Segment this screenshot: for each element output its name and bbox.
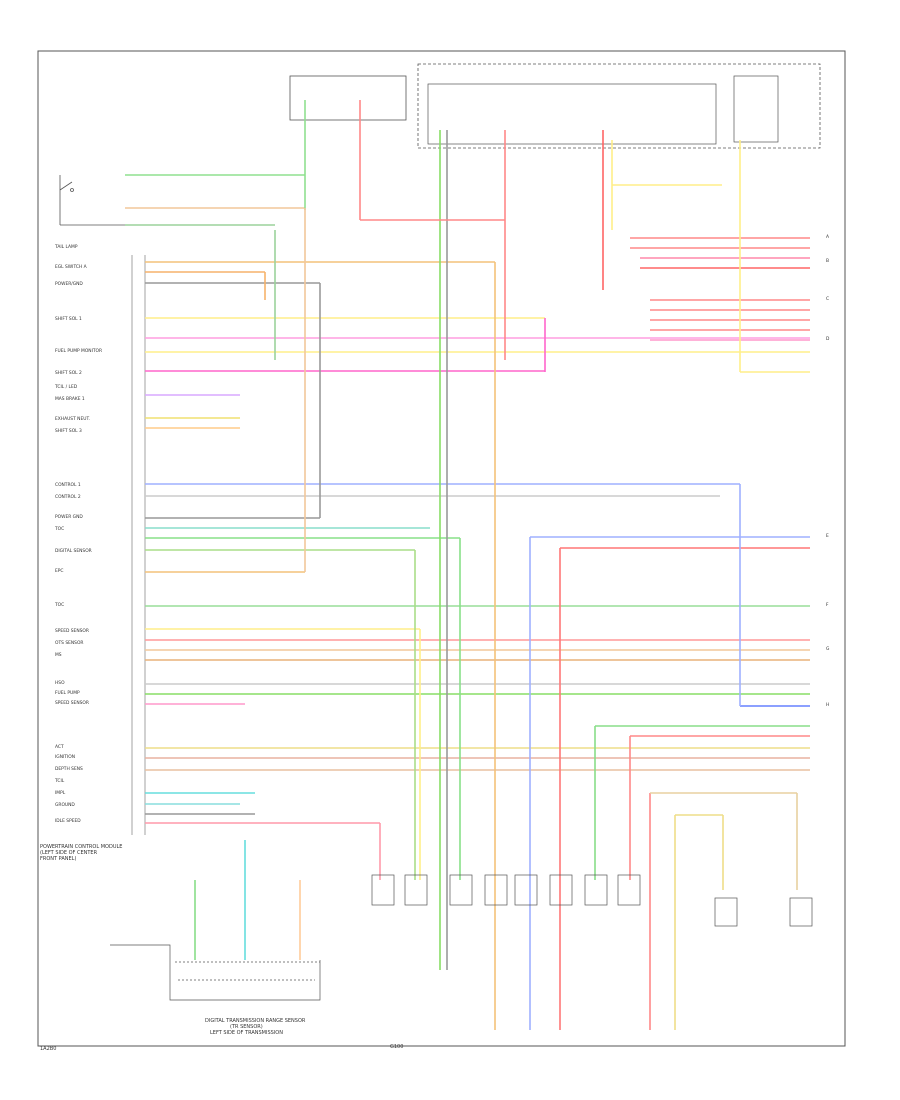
- pin-label: FUEL PUMP: [55, 690, 80, 696]
- pin-label: SHIFT SOL 2: [55, 370, 82, 376]
- pin-label: POWER/GND: [55, 281, 83, 287]
- pin-label: IGNITION: [55, 754, 75, 760]
- sensor-box-1: [714, 897, 738, 927]
- code-bottom-left: 1A2B0: [40, 1046, 56, 1052]
- relay-box: [427, 83, 717, 145]
- pin-label: MAS BRAKE 1: [55, 396, 85, 402]
- pin-label: SPEED SENSOR: [55, 700, 89, 706]
- sensor-label-1: DIGITAL TRANSMISSION RANGE SENSOR: [205, 1018, 306, 1024]
- connector-box-2: [449, 874, 473, 906]
- pin-label: SPEED SENSOR: [55, 628, 89, 634]
- edge-letter: B: [826, 258, 829, 264]
- fuse-box-top: [289, 75, 407, 121]
- pin-label: TOC: [54, 602, 64, 608]
- edge-letter: D: [826, 336, 830, 342]
- pin-label: GROUND: [55, 802, 75, 808]
- pin-label: ACT: [55, 744, 64, 750]
- edge-letter: C: [826, 296, 829, 302]
- pin-label: DIGITAL SENSOR: [55, 548, 92, 554]
- pin-label: TAIL LAMP: [54, 244, 78, 250]
- vertical-wires: [194, 100, 798, 1030]
- pin-label: CONTROL 1: [55, 482, 81, 488]
- pin-label: MS: [55, 652, 62, 658]
- switch-symbol: [59, 175, 125, 226]
- sensor-label-2: (TR SENSOR): [230, 1024, 263, 1030]
- connector-box-0: [371, 874, 395, 906]
- horizontal-wires: [125, 174, 810, 824]
- left-pin-labels: TAIL LAMP EGL SWITCH A POWER/GND SHIFT SOL …: [54, 244, 102, 824]
- module-label-1: POWERTRAIN CONTROL MODULE: [40, 844, 122, 850]
- pin-label: TCIL: [54, 778, 65, 784]
- module-label-3: FRONT PANEL): [40, 856, 76, 862]
- sensor-box-2: [789, 897, 813, 927]
- sensor-label-3: LEFT SIDE OF TRANSMISSION: [210, 1030, 283, 1036]
- pin-label: EPC: [55, 568, 64, 574]
- pin-label: SHIFT SOL 1: [55, 316, 82, 322]
- connector-box-3: [484, 874, 508, 906]
- connector-box-7: [617, 874, 641, 906]
- connector-box-4: [514, 874, 538, 906]
- junction-box-top: [417, 63, 821, 149]
- pin-label: TOC: [54, 526, 64, 532]
- edge-letter: A: [826, 234, 829, 240]
- pin-label: TCIL / LED: [54, 384, 78, 390]
- right-edge-letters: A B C D E F G H: [826, 234, 830, 708]
- pin-label: EXHAUST NEUT.: [55, 416, 90, 422]
- range-sensor: [110, 944, 321, 1001]
- edge-letter: E: [826, 533, 829, 539]
- pin-label: OTS SENSOR: [55, 640, 83, 646]
- pin-label: DEPTH SENS: [55, 766, 83, 772]
- pin-label: HSO: [55, 680, 65, 686]
- connector-box-6: [584, 874, 608, 906]
- pin-label: POWER GND: [55, 514, 83, 520]
- edge-letter: G: [826, 646, 830, 652]
- edge-letter: F: [826, 602, 829, 608]
- connector-box-5: [549, 874, 573, 906]
- diagram-frame: [37, 50, 846, 1047]
- pin-label: FUEL PUMP MONITOR: [55, 348, 102, 354]
- pin-label: CONTROL 2: [55, 494, 81, 500]
- connector-box-1: [404, 874, 428, 906]
- pin-label: SHIFT SOL 3: [55, 428, 82, 434]
- pin-label: EGL SWITCH A: [55, 264, 87, 270]
- pin-label: IMPL: [55, 790, 66, 796]
- bottom-connectors: [371, 874, 641, 906]
- relay-box-right: [733, 75, 779, 143]
- code-bottom-mid: G100: [390, 1044, 403, 1050]
- edge-letter: H: [826, 702, 829, 708]
- module-label-2: (LEFT SIDE OF CENTER: [40, 850, 98, 856]
- pin-label: IDLE SPEED: [55, 818, 81, 824]
